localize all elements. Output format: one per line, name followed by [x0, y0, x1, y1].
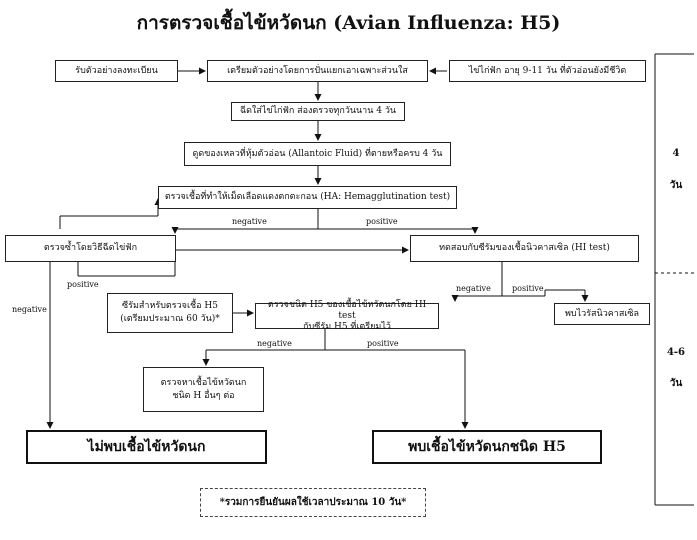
receive-sample-box: รับตัวอย่างลงทะเบียน: [55, 60, 178, 82]
repeat-test-box: ตรวจซ้ำโดยวิธีฉีดไข่ฟัก: [5, 235, 176, 262]
ha-test-box: ตรวจเชื้อที่ทำให้เม็ดเลือดแดงตกตะกอน (HA…: [158, 186, 457, 209]
other-h-types-line-1: ตรวจหาเชื้อไข้หวัดนก: [160, 377, 247, 388]
h5-serum-box: ซีรัมสำหรับตรวจเชื้อ H5 (เตรียมประมาณ 60…: [107, 293, 233, 333]
other-h-types-box: ตรวจหาเชื้อไข้หวัดนก ชนิด H อื่นๆ ต่อ: [143, 367, 264, 412]
duration-4-days-unit: วัน: [669, 180, 683, 191]
hi-test-box: ทดสอบกับซีรัมของเชื้อนิวคาสเซิล (HI test…: [410, 235, 639, 262]
duration-4-6-days-number: 4-6: [666, 347, 686, 358]
repeat-negative-label: negative: [12, 305, 47, 314]
h5-hi-test-line-2: กับซีรัม H5 ที่เตรียมไว้: [303, 321, 391, 332]
duration-4-days-number: 4: [672, 148, 680, 159]
h5-negative-label: negative: [257, 339, 292, 348]
total-time-note: *รวมการยืนยันผลใช้เวลาประมาณ 10 วัน*: [200, 488, 426, 517]
page-title: การตรวจเชื้อไข้หวัดนก (Avian Influenza: …: [136, 12, 561, 34]
embryonated-eggs-box: ไข่ไก่ฟัก อายุ 9-11 วัน ที่ตัวอ่อนยังมีช…: [449, 60, 646, 82]
newcastle-found-box: พบไวรัสนิวคาสเซิล: [554, 303, 650, 325]
repeat-positive-label: positive: [67, 280, 99, 289]
h5-positive-label: positive: [367, 339, 399, 348]
ha-negative-label: negative: [232, 217, 267, 226]
prepare-sample-box: เตรียมตัวอย่างโดยการปั่นแยกเอาเฉพาะส่วนใ…: [207, 60, 428, 82]
inject-eggs-box: ฉีดใส่ไข่ไก่ฟัก ส่องตรวจทุกวันนาน 4 วัน: [231, 102, 405, 121]
h5-serum-line-2: (เตรียมประมาณ 60 วัน)*: [120, 314, 220, 324]
h5-hi-test-box: ตรวจชนิด H5 ของเชื้อไข้หวัดนกโดย HI test…: [255, 299, 439, 332]
duration-4-6-days-unit: วัน: [669, 378, 683, 389]
hi-positive-label: positive: [512, 284, 544, 293]
other-h-types-line-2: ชนิด H อื่นๆ ต่อ: [172, 390, 235, 401]
result-h5-found-box: พบเชื้อไข้หวัดนกชนิด H5: [372, 430, 602, 464]
hi-negative-label: negative: [456, 284, 491, 293]
result-not-found-box: ไม่พบเชื้อไข้หวัดนก: [26, 430, 267, 464]
h5-hi-test-line-1: ตรวจชนิด H5 ของเชื้อไข้หวัดนกโดย HI test: [267, 299, 427, 321]
h5-serum-line-1: ซีรัมสำหรับตรวจเชื้อ H5: [122, 301, 218, 311]
ha-positive-label: positive: [366, 217, 398, 226]
allantoic-fluid-box: ดูดของเหลวที่หุ้มตัวอ่อน (Allantoic Flui…: [184, 142, 451, 166]
